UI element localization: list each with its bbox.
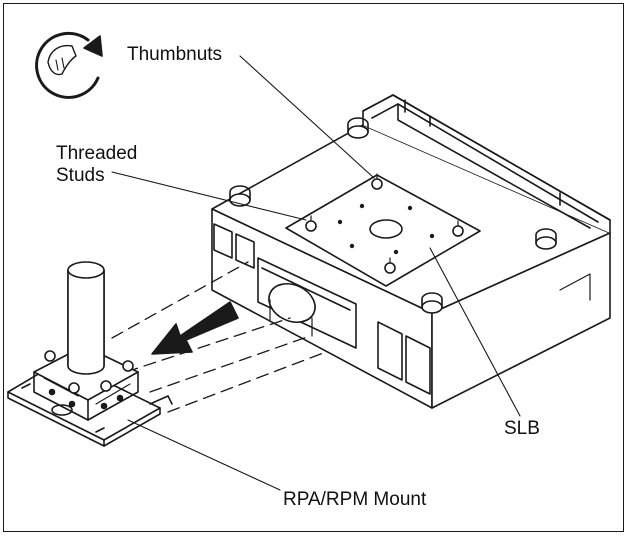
rpa-rpm-mount [7,261,173,447]
alignment-guides [111,261,327,413]
label-threaded: Threaded [56,143,138,164]
label-studs: Studs [56,165,105,186]
label-slb: SLB [504,418,540,439]
hand-rotate-clockwise-icon [35,32,103,99]
arrow-left-down-icon [151,301,239,355]
label-thumbnuts: Thumbnuts [127,44,223,65]
slb-housing [211,94,611,409]
leader-lines [111,55,521,491]
label-rpa-rpm-mount: RPA/RPM Mount [283,489,427,510]
